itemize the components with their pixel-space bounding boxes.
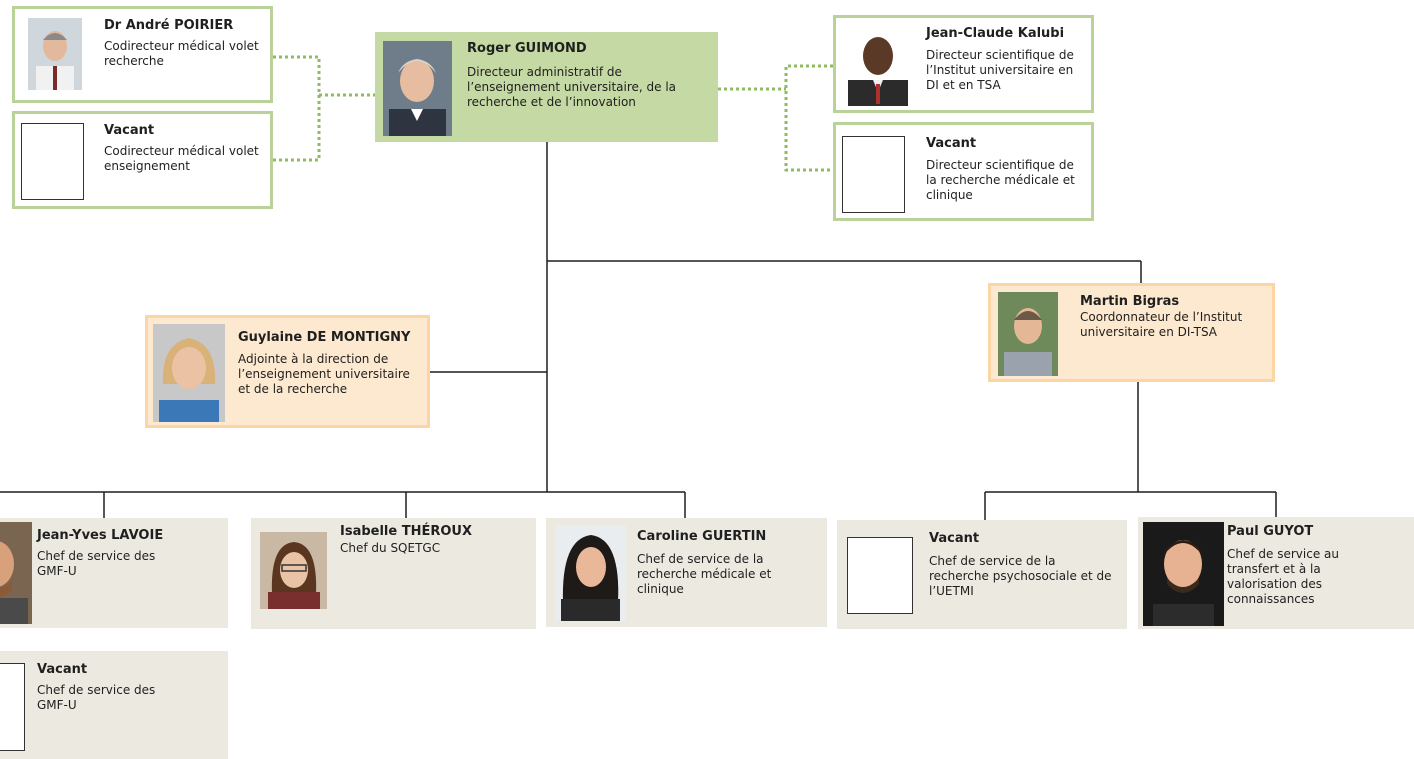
card-caroline-guertin: Caroline GUERTIN Chef de service de la r…	[546, 518, 827, 627]
name-martin-bigras: Martin Bigras	[1080, 294, 1180, 309]
reporting-lines	[0, 142, 1277, 520]
name-vacant-gmf-u: Vacant	[37, 662, 88, 677]
role-paul-guyot: Chef de service au transfert et à la val…	[1227, 547, 1339, 606]
photo-andre-poirier	[28, 18, 82, 90]
card-jean-yves-lavoie: Jean-Yves LAVOIE Chef de service des GMF…	[0, 518, 228, 628]
role-andre-poirier: Codirecteur médical volet recherche	[104, 39, 259, 68]
name-jean-yves-lavoie: Jean-Yves LAVOIE	[37, 528, 164, 543]
dotted-advisory-lines	[273, 55, 833, 172]
photo-jean-yves-lavoie	[0, 522, 32, 624]
vacant-photo-placeholder	[847, 537, 913, 614]
card-vacant-directeur-scientifique: Vacant Directeur scientifique de la rech…	[833, 122, 1094, 221]
card-jean-claude-kalubi: Jean-Claude Kalubi Directeur scientifiqu…	[833, 15, 1094, 113]
photo-caroline-guertin	[555, 525, 626, 621]
name-andre-poirier: Dr André POIRIER	[104, 18, 234, 33]
card-vacant-recherche-psychosociale: Vacant Chef de service de la recherche p…	[837, 520, 1127, 629]
card-vacant-codirecteur: Vacant Codirecteur médical volet enseign…	[12, 111, 273, 209]
vacant-photo-placeholder	[21, 123, 84, 200]
card-vacant-gmf-u: Vacant Chef de service des GMF-U	[0, 651, 228, 759]
name-roger-guimond: Roger GUIMOND	[467, 41, 587, 56]
photo-paul-guyot	[1143, 522, 1224, 626]
photo-roger-guimond	[383, 41, 452, 136]
photo-guylaine-de-montigny	[153, 324, 225, 422]
card-guylaine-de-montigny: Guylaine DE MONTIGNY Adjointe à la direc…	[145, 315, 430, 428]
role-vacant-codirecteur: Codirecteur médical volet enseignement	[104, 144, 259, 173]
role-jean-claude-kalubi: Directeur scientifique de l’Institut uni…	[926, 48, 1074, 92]
name-caroline-guertin: Caroline GUERTIN	[637, 529, 767, 544]
role-vacant-directeur-scientifique: Directeur scientifique de la recherche m…	[926, 158, 1075, 202]
name-vacant-recherche-psychosociale: Vacant	[929, 531, 980, 546]
card-martin-bigras: Martin Bigras Coordonnateur de l’Institu…	[988, 283, 1275, 382]
name-paul-guyot: Paul GUYOT	[1227, 524, 1314, 539]
photo-isabelle-theroux	[260, 532, 327, 609]
card-paul-guyot: Paul GUYOT Chef de service au transfert …	[1138, 517, 1414, 629]
role-martin-bigras: Coordonnateur de l’Institut universitair…	[1080, 310, 1243, 339]
role-guylaine-de-montigny: Adjointe à la direction de l’enseignemen…	[238, 352, 410, 396]
card-roger-guimond: Roger GUIMOND Directeur administratif de…	[375, 32, 718, 142]
name-jean-claude-kalubi: Jean-Claude Kalubi	[926, 26, 1065, 41]
role-roger-guimond: Directeur administratif de l’enseignemen…	[467, 65, 677, 109]
vacant-photo-placeholder	[842, 136, 905, 213]
card-andre-poirier: Dr André POIRIER Codirecteur médical vol…	[12, 6, 273, 103]
role-jean-yves-lavoie: Chef de service des GMF-U	[37, 549, 156, 578]
role-vacant-gmf-u: Chef de service des GMF-U	[37, 683, 156, 712]
role-caroline-guertin: Chef de service de la recherche médicale…	[637, 552, 772, 596]
name-guylaine-de-montigny: Guylaine DE MONTIGNY	[238, 330, 411, 345]
card-isabelle-theroux: Isabelle THÉROUX Chef du SQETGC	[251, 518, 536, 629]
photo-martin-bigras	[998, 292, 1058, 376]
role-vacant-recherche-psychosociale: Chef de service de la recherche psychoso…	[929, 554, 1112, 598]
name-vacant-codirecteur: Vacant	[104, 123, 155, 138]
photo-jean-claude-kalubi	[840, 26, 916, 106]
role-isabelle-theroux: Chef du SQETGC	[340, 541, 441, 555]
name-isabelle-theroux: Isabelle THÉROUX	[340, 524, 472, 539]
vacant-photo-placeholder	[0, 663, 25, 751]
name-vacant-directeur-scientifique: Vacant	[926, 136, 977, 151]
